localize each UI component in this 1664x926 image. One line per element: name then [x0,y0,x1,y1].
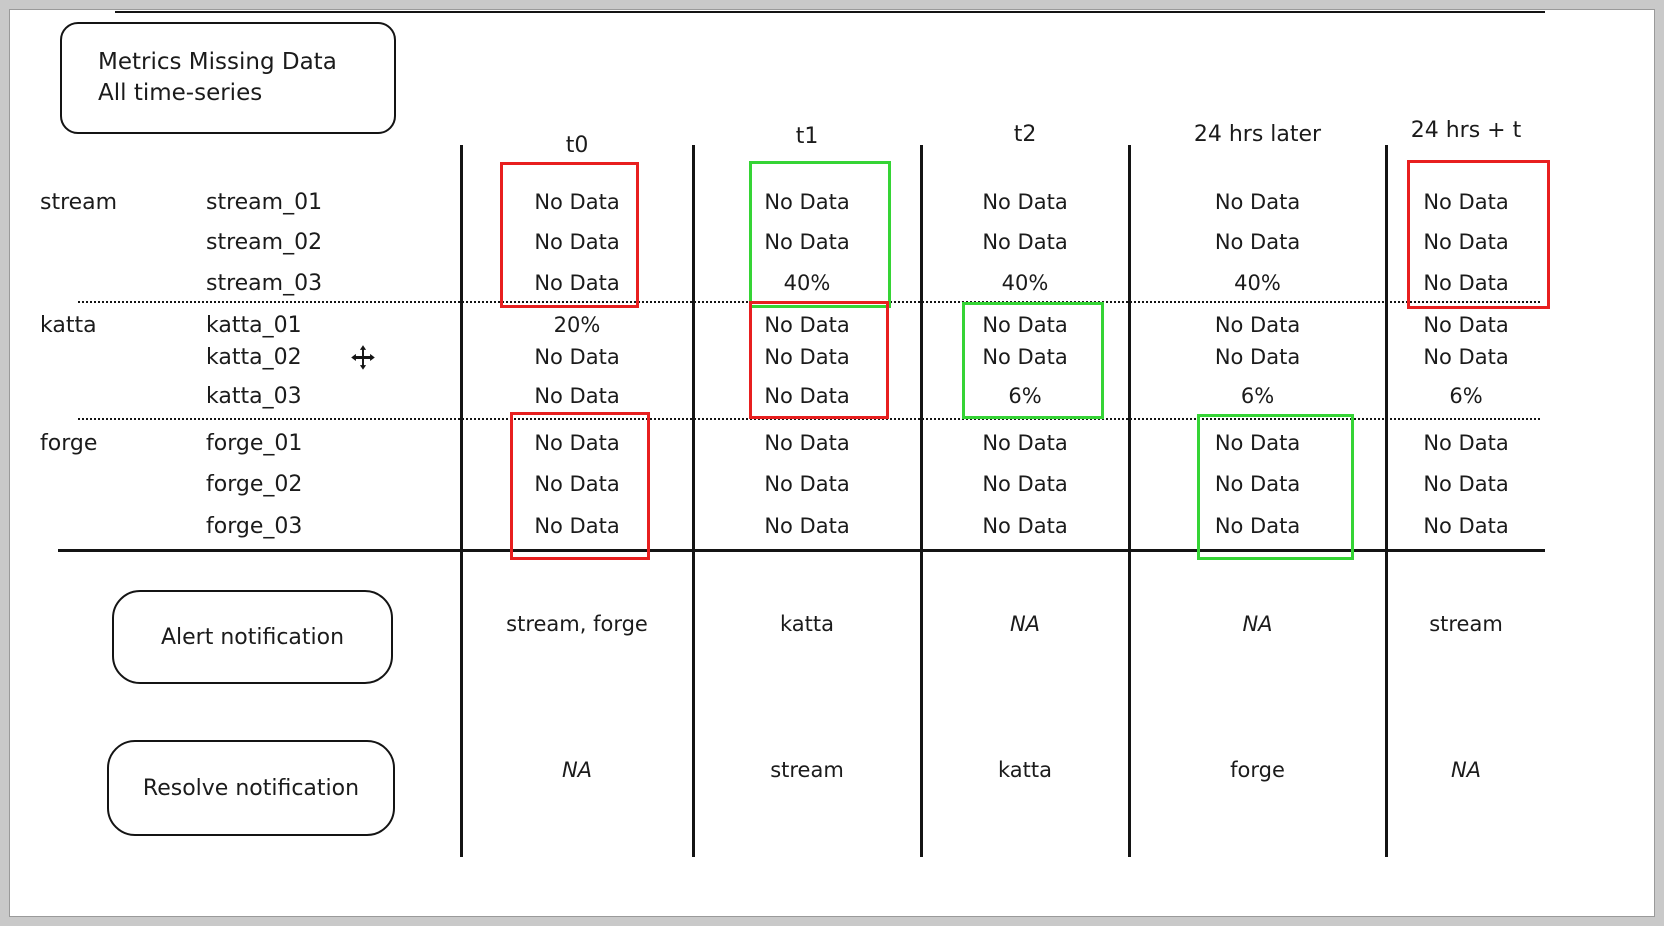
metric-cell[interactable]: No Data [1423,514,1509,538]
metric-cell[interactable]: No Data [1214,345,1301,369]
alert-value-24hrs-plus-t[interactable]: stream [1429,612,1503,636]
metric-cell[interactable]: No Data [1423,313,1509,337]
metric-cell[interactable]: No Data [534,271,620,295]
metric-cell[interactable]: No Data [764,472,850,496]
metric-cell[interactable]: No Data [1214,514,1301,538]
metric-cell[interactable]: No Data [982,472,1068,496]
row-label[interactable]: stream_02 [206,230,323,255]
metric-cell[interactable]: No Data [1423,190,1509,214]
resolve-notification-label: Resolve notification [142,775,360,801]
highlight-box-red-katta-t1[interactable] [749,301,889,419]
move-cursor-icon [349,343,377,373]
resolve-value-24hrs-later[interactable]: forge [1230,758,1285,782]
resolve-value-t0[interactable]: NA [561,758,593,782]
metric-cell[interactable]: 6% [1449,384,1483,408]
column-separator [692,145,695,857]
title-box[interactable]: Metrics Missing Data All time-series [60,22,396,134]
metric-cell[interactable]: 40% [1234,271,1281,295]
metric-cell[interactable]: No Data [534,514,620,538]
highlight-box-red-stream-t0[interactable] [500,162,639,308]
metric-cell[interactable]: No Data [1214,230,1301,254]
metric-cell[interactable]: No Data [534,384,620,408]
metric-cell[interactable]: No Data [764,384,850,408]
highlight-box-red-forge-t0[interactable] [510,412,650,560]
resolve-value-t2[interactable]: katta [998,758,1052,782]
row-label[interactable]: forge_01 [206,431,303,456]
resolve-value-t1[interactable]: stream [770,758,844,782]
metric-cell[interactable]: No Data [534,230,620,254]
metric-cell[interactable]: No Data [1214,313,1301,337]
metric-cell[interactable]: No Data [982,190,1068,214]
column-header-24hrs-later[interactable]: 24 hrs later [1193,122,1322,147]
group-label-forge[interactable]: forge [40,431,98,456]
metric-cell[interactable]: 40% [1001,271,1049,295]
metric-cell[interactable]: No Data [764,190,850,214]
column-separator [920,145,923,857]
table-bottom-line [58,549,1545,552]
alert-value-t1[interactable]: katta [780,612,834,636]
metric-cell[interactable]: No Data [1214,190,1301,214]
metric-cell[interactable]: 20% [553,313,601,337]
highlight-box-green-katta-t2[interactable] [962,302,1104,419]
row-label[interactable]: forge_02 [206,472,303,497]
row-label[interactable]: stream_01 [206,190,323,215]
metric-cell[interactable]: No Data [1423,230,1509,254]
metric-cell[interactable]: No Data [1423,271,1509,295]
alert-notification-label: Alert notification [160,624,345,650]
metric-cell[interactable]: 6% [1008,384,1042,408]
group-separator-dotted [78,418,1540,420]
metric-cell[interactable]: No Data [764,230,850,254]
metric-cell[interactable]: No Data [982,313,1068,337]
resolve-notification-box[interactable]: Resolve notification [107,740,395,836]
alert-value-t2[interactable]: NA [1009,612,1041,636]
metric-cell[interactable]: No Data [534,431,620,455]
resolve-value-24hrs-plus-t[interactable]: NA [1450,758,1482,782]
row-label[interactable]: katta_02 [206,345,302,370]
column-header-t1[interactable]: t1 [795,124,819,149]
metric-cell[interactable]: No Data [764,431,850,455]
top-line [115,11,1545,13]
alert-value-t0[interactable]: stream, forge [506,612,648,636]
row-label[interactable]: katta_01 [206,313,302,338]
highlight-box-green-forge-24hrs-later[interactable] [1197,414,1354,560]
row-label[interactable]: forge_03 [206,514,303,539]
group-label-stream[interactable]: stream [40,190,118,215]
column-separator [1128,145,1131,857]
alert-value-24hrs-later[interactable]: NA [1242,612,1273,636]
metric-cell[interactable]: 6% [1240,384,1275,408]
column-separator [460,145,463,857]
metric-cell[interactable]: No Data [1423,345,1509,369]
metric-cell[interactable]: 40% [783,271,831,295]
metric-cell[interactable]: No Data [1423,431,1509,455]
row-label[interactable]: stream_03 [206,271,323,296]
metric-cell[interactable]: No Data [982,345,1068,369]
column-header-t0[interactable]: t0 [565,133,589,158]
metric-cell[interactable]: No Data [1423,472,1509,496]
alert-notification-box[interactable]: Alert notification [112,590,393,684]
page-title-line2: All time-series [98,80,263,106]
metric-cell[interactable]: No Data [534,345,620,369]
metric-cell[interactable]: No Data [1214,431,1301,455]
highlight-box-green-stream-t1[interactable] [749,161,891,308]
metric-cell[interactable]: No Data [982,514,1068,538]
metric-cell[interactable]: No Data [982,230,1068,254]
highlight-box-red-stream-24hrs-plus-t[interactable] [1407,160,1550,309]
metric-cell[interactable]: No Data [982,431,1068,455]
metric-cell[interactable]: No Data [764,514,850,538]
page-title-line1: Metrics Missing Data [98,49,337,75]
column-separator [1385,145,1388,857]
metric-cell[interactable]: No Data [764,313,850,337]
column-header-t2[interactable]: t2 [1013,122,1037,147]
metric-cell[interactable]: No Data [764,345,850,369]
row-label[interactable]: katta_03 [206,384,302,409]
group-label-katta[interactable]: katta [40,313,97,338]
metric-cell[interactable]: No Data [534,190,620,214]
metric-cell[interactable]: No Data [534,472,620,496]
column-header-24hrs-plus-t[interactable]: 24 hrs + t [1410,118,1522,143]
metric-cell[interactable]: No Data [1214,472,1301,496]
